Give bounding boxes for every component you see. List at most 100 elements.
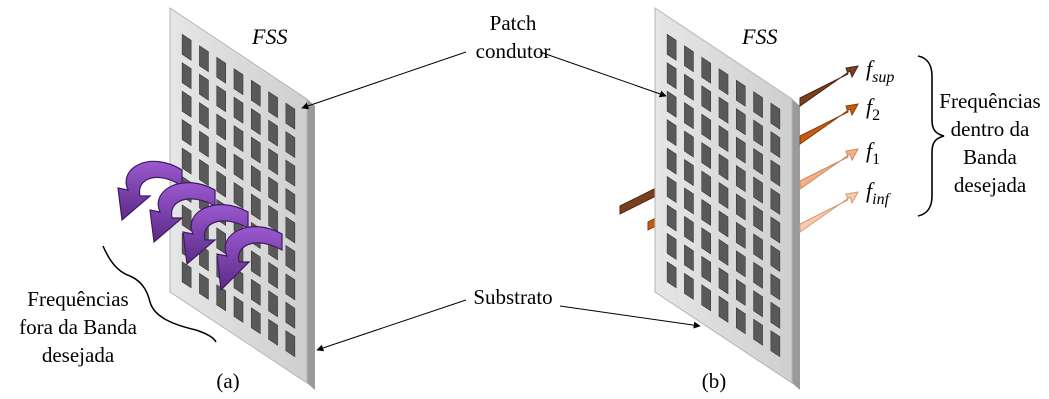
svg-text:finf: finf [866, 178, 892, 208]
reflected-wave-1 [117, 160, 183, 222]
substrate-pointer-b [559, 305, 701, 329]
fss-label-b: FSS [741, 24, 777, 49]
panel-b-patch [684, 158, 694, 187]
panel-a-patch [285, 330, 296, 358]
panel-a-patch [250, 278, 261, 306]
freq-1-sub: 1 [872, 151, 880, 168]
panel-a-patch [250, 136, 261, 164]
panel-a-patch [233, 68, 244, 96]
panel-b-patch [666, 33, 677, 61]
panel-a-patch [216, 170, 227, 198]
in-band-line3: Banda [963, 145, 1017, 169]
panel-a-patch [285, 187, 296, 216]
out-band-brace [102, 245, 217, 343]
panel-b-patch [666, 261, 677, 289]
panel-a-patch [268, 119, 278, 147]
freq-sup-base: f [866, 56, 875, 81]
in-band-line4: desejada [954, 173, 1027, 197]
panel-a-patch [285, 273, 296, 301]
panel-a-patch [285, 159, 296, 187]
panel-b-patch [666, 90, 677, 118]
panel-a-patch [216, 85, 227, 113]
substrate-edge-a [307, 99, 315, 390]
transmitted-arrow-1 [799, 148, 859, 190]
panel-caption-a: (a) [216, 369, 239, 393]
panel-b-patch [684, 272, 694, 300]
panel-b-patch [753, 261, 763, 289]
panel-a-patch [233, 125, 244, 153]
panel-b-patch [684, 45, 694, 73]
panel-b-patch [701, 170, 712, 198]
panel-b-patch [684, 244, 694, 272]
panel-b-patch [735, 79, 746, 107]
substrate-edge-b [792, 99, 800, 390]
panel-b-patch [770, 244, 781, 272]
panel-a-patch [181, 119, 192, 147]
panel-a-patch [216, 113, 227, 141]
transmitted-arrow-sup [799, 65, 859, 107]
in-band-brace [917, 55, 945, 217]
panel-a-patch [233, 153, 244, 181]
panel-a-patch [181, 33, 192, 61]
panel-b-patch [753, 204, 763, 233]
panel-a-patch [216, 142, 227, 170]
panel-b-patch [770, 131, 781, 159]
fss-label-a: FSS [251, 24, 287, 49]
panel-b-patch [701, 113, 712, 141]
panel-a-patch [181, 90, 192, 118]
out-band-line1: Frequências [27, 287, 128, 311]
panel-b-patch [735, 278, 746, 306]
panel-a-patch [285, 244, 296, 272]
panel-a-patch [285, 131, 296, 159]
panel-a-patch [268, 91, 278, 119]
frequency-label-sup: fsup [866, 56, 894, 86]
panel-b-patch [735, 164, 746, 193]
svg-text:fsup: fsup [866, 56, 894, 86]
panel-a-patch [199, 272, 209, 300]
panel-b-patch [684, 73, 694, 101]
panel-b-patch [735, 136, 746, 164]
panel-b-patch [770, 301, 781, 329]
panel-b-patch [770, 330, 781, 358]
panel-b-patch [666, 147, 677, 175]
out-band-line3: desejada [42, 343, 115, 367]
panel-caption-b: (b) [702, 369, 727, 393]
freq-2-base: f [866, 94, 875, 119]
frequency-label-2: f2 [866, 94, 880, 124]
panel-b-patch [666, 119, 677, 147]
panel-a-patch [268, 318, 278, 346]
patch-grid-b [666, 33, 781, 358]
panel-b-patch [770, 102, 781, 130]
panel-b-patch [701, 227, 712, 255]
panel-a-patch [216, 56, 227, 84]
panel-b-patch [735, 108, 746, 136]
panel-a-patch [250, 307, 261, 335]
svg-text:f1: f1 [866, 138, 880, 168]
panel-a-patch [268, 176, 278, 204]
panel-a-patch [199, 130, 209, 158]
panel-b-patch [718, 181, 729, 210]
transmitted-arrows [799, 65, 859, 233]
panel-b-patch [701, 198, 712, 227]
patch-pointer-b [539, 51, 667, 98]
panel-b-patch [735, 193, 746, 221]
panel-a-patch [181, 147, 192, 175]
substrate-label: Substrato [473, 285, 552, 309]
panel-a-patch [199, 102, 209, 130]
fss-panel-b [619, 7, 859, 390]
panel-b-patch [701, 142, 712, 170]
panel-b-patch [735, 250, 746, 278]
freq-sup-sub: sup [872, 69, 894, 86]
panel-b-patch [718, 96, 729, 124]
panel-a-patch [233, 96, 244, 124]
panel-b-patch [735, 307, 746, 335]
panel-b-patch [701, 56, 712, 84]
in-band-line2: dentro da [951, 117, 1030, 141]
panel-a-patch [285, 216, 296, 244]
panel-a-patch [250, 193, 261, 221]
patch-label-line1: Patch [490, 11, 537, 35]
panel-a-patch [268, 261, 278, 289]
panel-b-patch [701, 85, 712, 113]
panel-b-patch [753, 148, 763, 176]
panel-b-patch [753, 290, 763, 318]
